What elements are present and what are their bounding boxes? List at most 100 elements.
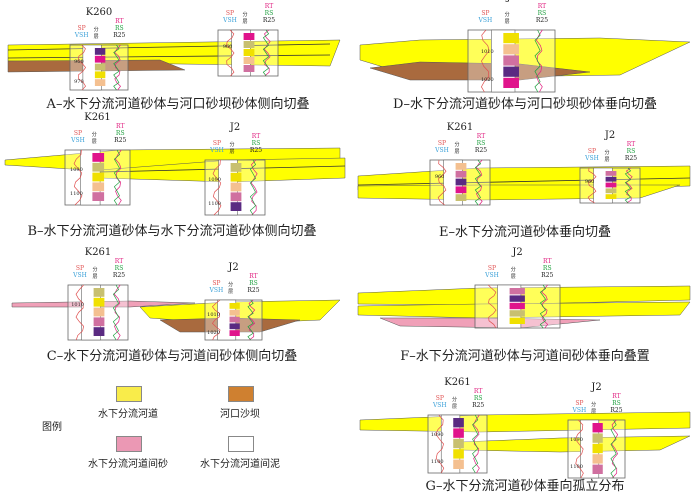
depth-label: 1090 (208, 176, 221, 183)
legend-swatch-mouth-bar (228, 386, 254, 402)
well-name: J2 (604, 130, 616, 141)
layer-cell (455, 170, 467, 178)
rs-header: RS (542, 265, 552, 272)
layer-cell (509, 295, 525, 302)
depth-label: 1100 (430, 458, 444, 465)
layer-cell (93, 327, 105, 336)
well-name: K260 (85, 7, 113, 18)
r25-header: R25 (474, 147, 488, 154)
layer-cell (503, 55, 519, 66)
layer-cell (509, 317, 525, 324)
rt-header: RT (537, 3, 547, 10)
layer-cell (243, 57, 255, 64)
rs-header: RS (264, 10, 274, 17)
depth-label: 1100 (208, 201, 221, 208)
sp-header: SP (481, 10, 490, 17)
erosion-surface (7, 43, 331, 51)
panel-d-title: D–水下分流河道砂体与河口砂坝砂体垂向切叠 (393, 97, 657, 112)
layer-cell (592, 433, 603, 443)
layer-header: 分层 (242, 12, 248, 25)
layer-cell (605, 171, 617, 176)
layer-cell (229, 316, 240, 323)
r25-header: R25 (535, 17, 549, 24)
vsh-header: VSH (209, 287, 224, 294)
layer-cell (503, 77, 519, 88)
r25-header: R25 (249, 147, 263, 154)
rs-header: RS (114, 25, 124, 32)
r25-header: R25 (113, 32, 126, 39)
rt-header: RT (612, 393, 621, 400)
layer-header: 分层 (229, 142, 235, 155)
rs-curve (472, 414, 479, 474)
rt-curve (536, 29, 543, 93)
rt-curve (250, 159, 258, 216)
rt-header: RT (249, 273, 258, 280)
depth-label: 1100 (570, 463, 583, 470)
panel-g-title: G–水下分流河道砂体垂向孤立分布 (425, 479, 625, 494)
rs-header: RS (626, 148, 636, 155)
layer-cell (92, 182, 105, 192)
layer-cell (592, 423, 603, 433)
rt-curve (473, 414, 480, 474)
depth-label: 1090 (70, 166, 83, 173)
rs-curve (247, 299, 254, 341)
sp-header: SP (587, 148, 597, 155)
layer-cell (605, 194, 617, 199)
sp-curve (487, 284, 497, 329)
panel-f-title: F–水下分流河道砂体与河道间砂体垂向叠置 (400, 349, 650, 364)
layer-cell (503, 33, 519, 44)
rs-header: RS (612, 400, 621, 407)
rs-curve (113, 44, 120, 91)
vsh-header: VSH (485, 272, 499, 279)
layer-cell (93, 297, 105, 307)
erosion-surface (7, 54, 331, 59)
legend-label-inter-mud: 水下分流河道间泥 (200, 459, 280, 470)
panel-e-title: E–水下分流河道砂体垂向切叠 (439, 225, 611, 240)
sp-curve (435, 414, 445, 474)
depth-label: 1010 (207, 312, 220, 318)
sp-header: SP (77, 25, 86, 32)
layer-cell (453, 418, 464, 428)
well-name: K261 (235, 0, 262, 3)
depth-label: 1090 (570, 437, 583, 444)
layer-cell (92, 162, 105, 172)
sp-header: SP (212, 280, 221, 287)
legend-swatch-channel (116, 386, 142, 402)
sp-header: SP (75, 265, 85, 272)
sp-curve (73, 149, 83, 206)
layer-cell (92, 153, 105, 162)
well-name: K261 (84, 112, 111, 123)
layer-cell (92, 172, 105, 182)
sp-header: SP (435, 395, 444, 402)
mouth-bar-sandbody (369, 61, 591, 81)
rs-header: RS (251, 140, 261, 147)
depth-label: 1020 (207, 330, 220, 336)
layer-cell (230, 172, 242, 182)
rs-curve (534, 29, 541, 93)
r25-header: R25 (114, 137, 127, 144)
rt-header: RT (473, 388, 483, 395)
r25-header: R25 (262, 17, 276, 24)
vsh-header: VSH (73, 272, 87, 279)
depth-label: 1010 (480, 48, 494, 55)
well-name: J2 (591, 382, 602, 393)
layer-header: 分层 (510, 267, 516, 280)
rt-header: RT (476, 133, 486, 140)
legend-label-inter-sand: 水下分流河道间砂 (88, 459, 168, 470)
layer-cell (229, 323, 240, 330)
layer-header: 分层 (91, 132, 97, 145)
layer-cell (453, 438, 464, 449)
layer-cell (229, 330, 240, 336)
sp-header: SP (487, 265, 497, 272)
layer-cell (243, 41, 255, 48)
rt-curve (611, 419, 619, 479)
rt-header: RT (264, 3, 274, 10)
depth-label: 1100 (70, 191, 83, 198)
layer-cell (605, 182, 617, 188)
r25-header: R25 (112, 272, 126, 279)
layer-cell (93, 317, 105, 327)
layer-cell (592, 443, 603, 454)
layer-header: 分层 (591, 402, 597, 415)
vsh-header: VSH (223, 17, 237, 24)
